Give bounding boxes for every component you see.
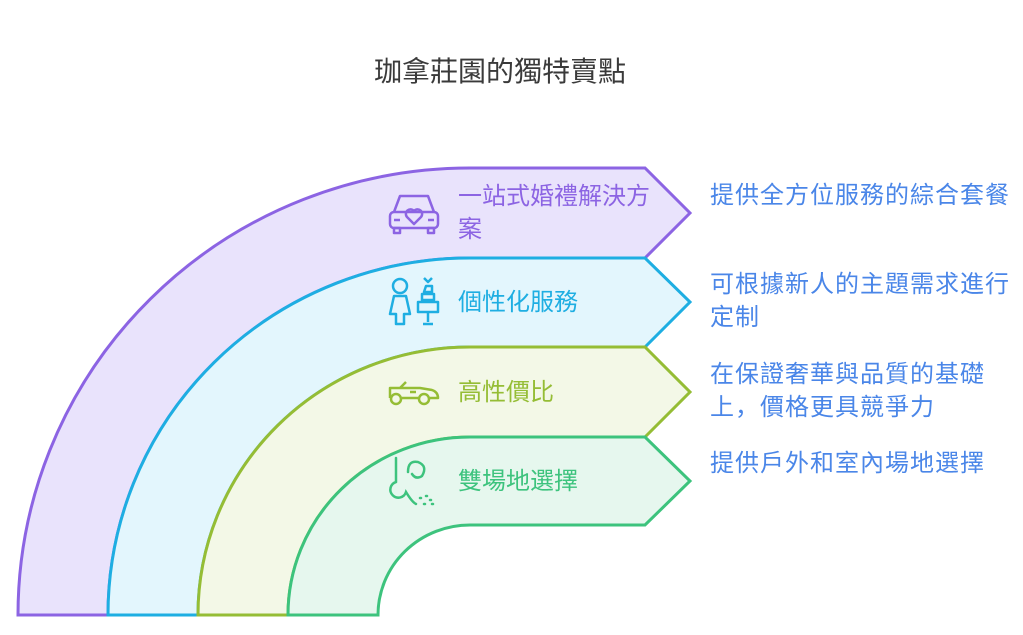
garden-hose-icon [389,456,435,506]
item-label-2: 個性化服務 [458,288,578,316]
item-description-1: 提供全方位服務的綜合套餐 [710,181,1010,209]
wedding-car-icon [388,194,440,235]
diagram-title: 珈拿莊園的獨特賣點 [373,55,626,88]
convertible-car-icon [388,381,440,406]
band-4 [286,435,693,617]
bride-and-cake-icon [388,277,440,326]
item-description-3: 在保證奢華與品質的基礎上，價格更具競爭力 [710,360,985,421]
item-label-4: 雙場地選擇 [458,467,578,495]
item-description-4: 提供戶外和室內場地選擇 [710,449,985,477]
item-description-2: 可根據新人的主題需求進行定制 [710,270,1010,331]
item-label-1: 一站式婚禮解決方案 [458,182,650,243]
item-label-3: 高性價比 [458,378,554,406]
